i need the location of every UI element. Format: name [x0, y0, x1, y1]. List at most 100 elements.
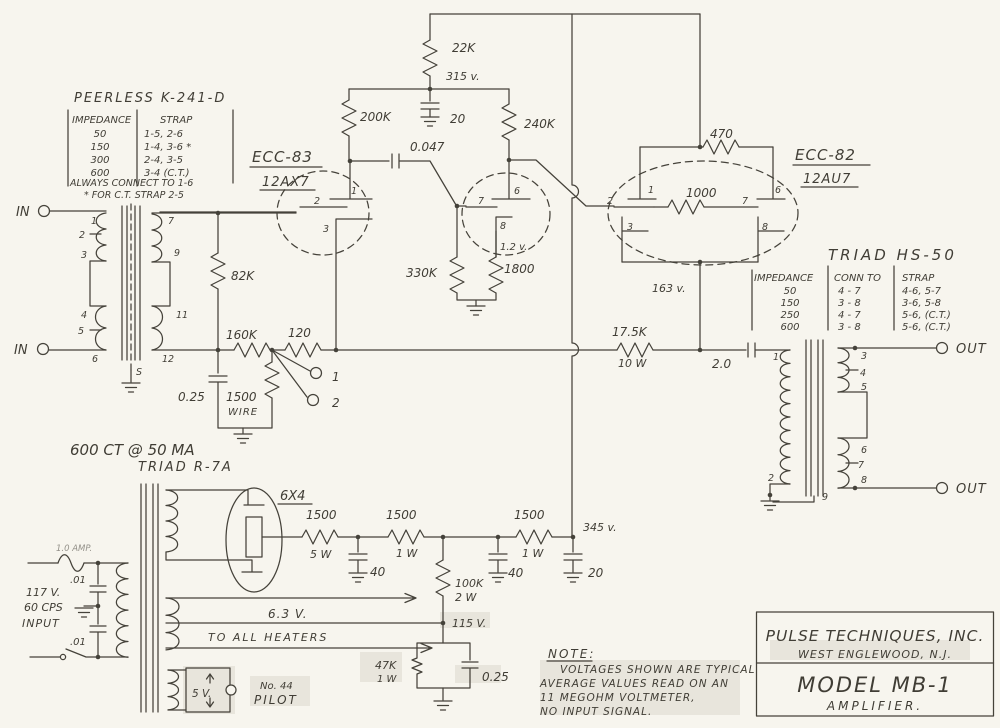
v1a-pin1: 1	[351, 186, 357, 197]
w2-label: 2 W	[455, 591, 477, 604]
v2-pin6: 6	[775, 185, 781, 196]
r1500c-label: 1500	[514, 508, 545, 522]
r120-label: 120	[288, 326, 311, 340]
heater-bias-network	[411, 622, 479, 711]
v163-label: 163 v.	[652, 282, 686, 295]
term2-label: 2	[332, 396, 340, 410]
v2-pin7: 7	[742, 196, 748, 207]
note-line2: AVERAGE VALUES READ ON AN	[539, 678, 729, 690]
r22k-label: 22K	[452, 41, 476, 55]
power-supply	[27, 483, 583, 713]
peerless-r2c2: 1-4, 3-6 *	[144, 142, 191, 153]
v2-pin3: 3	[627, 222, 633, 233]
triad-r1c1: 50	[784, 286, 797, 297]
peerless-r1c2: 1-5, 2-6	[144, 129, 183, 140]
triad-r4c2: 3 - 8	[838, 322, 861, 333]
peerless-col1: IMPEDANCE	[72, 115, 132, 126]
v115-label: 115 V.	[452, 617, 486, 630]
it-pin7: 7	[168, 216, 174, 227]
peerless-r1c1: 50	[94, 129, 107, 140]
v1b-pin6: 6	[514, 186, 520, 197]
underlines	[249, 164, 871, 662]
r330k-label: 330K	[406, 266, 438, 280]
triad-r3c2: 4 - 7	[838, 310, 861, 321]
r160k-label: 160K	[226, 328, 258, 342]
text-labels: PEERLESS K-241-D IMPEDANCE STRAP 50 1-5,…	[14, 41, 986, 718]
model-label: MODEL MB-1	[797, 673, 953, 697]
heaters-label: TO ALL HEATERS	[208, 631, 328, 644]
company-address: WEST ENGLEWOOD, N.J.	[798, 648, 952, 661]
peerless-r4c1: 600	[90, 168, 109, 179]
triad-r7a-label: TRIAD R-7A	[138, 460, 233, 475]
note-line3: 11 MEGOHM VOLTMETER,	[540, 692, 695, 704]
ot-pin7: 7	[858, 460, 864, 471]
output-network	[616, 339, 949, 511]
r47k-label: 47K	[375, 659, 397, 672]
t6x4-label: 6X4	[280, 489, 305, 504]
triad-r1c2: 4 - 7	[838, 286, 861, 297]
triad-r2c1: 150	[780, 298, 799, 309]
it-pin12: 12	[162, 354, 174, 365]
r17-5k-label: 17.5K	[612, 325, 648, 339]
note-line4: NO INPUT SIGNAL.	[540, 706, 652, 718]
feedback-network	[208, 212, 618, 444]
r82k-label: 82K	[231, 269, 255, 283]
v1-2-label: 1.2 v.	[500, 242, 527, 253]
it-pin11: 11	[176, 310, 188, 321]
peerless-footer: ALWAYS CONNECT TO 1-6	[69, 178, 193, 189]
device-type-label: AMPLIFIER.	[826, 699, 923, 713]
it-pin2: 2	[79, 230, 85, 241]
triad-r4c1: 600	[780, 322, 799, 333]
peerless-r4c2: 3-4 (C.T.)	[144, 168, 190, 179]
r100k-label: 100K	[455, 577, 484, 590]
it-pin9: 9	[174, 248, 180, 259]
w5-label: 5 W	[310, 548, 332, 561]
v345-label: 345 v.	[583, 521, 617, 534]
triad-r2c3: 3-6, 5-8	[902, 298, 941, 309]
triad-r3c1: 250	[780, 310, 799, 321]
it-pin1: 1	[91, 216, 97, 227]
v1a-pin2: 2	[314, 196, 320, 207]
c2-label: 2.0	[712, 357, 731, 371]
triad-title: TRIAD HS-50	[828, 246, 957, 264]
v117-label: 117 V.	[26, 586, 60, 599]
title-block-frame	[755, 611, 995, 717]
v1b-pin7: 7	[478, 196, 484, 207]
pilot-label: PILOT	[254, 693, 298, 707]
triad-r3c3: 5-6, (C.T.)	[902, 310, 951, 321]
peerless-table-rules	[67, 109, 234, 187]
c01b-label: .01	[70, 637, 86, 648]
ecc83-label: ECC-83	[252, 148, 313, 166]
it-shield: S	[136, 367, 142, 378]
r1500a-label: 1500	[306, 508, 337, 522]
w10-label: 10 W	[618, 357, 647, 370]
peerless-col2: STRAP	[160, 115, 193, 126]
c40b-label: 40	[508, 566, 524, 580]
ecc82-label: ECC-82	[795, 146, 856, 164]
w1a-label: 1 W	[396, 547, 418, 560]
w1c-label: 1 W	[377, 674, 398, 685]
triad-col1: IMPEDANCE	[754, 273, 814, 284]
ot-pin3: 3	[861, 351, 867, 362]
wire-label: WIRE	[228, 407, 258, 418]
t12ax7-label: 12AX7	[262, 175, 310, 190]
it-pin6: 6	[92, 354, 98, 365]
ot-pin8: 8	[861, 475, 867, 486]
t12au7-label: 12AU7	[803, 172, 851, 187]
peerless-r2c1: 150	[90, 142, 109, 153]
w1b-label: 1 W	[522, 547, 544, 560]
triad-r4c3: 5-6, (C.T.)	[902, 322, 951, 333]
r200k-label: 200K	[360, 110, 392, 124]
winding-label: 600 CT @ 50 MA	[70, 441, 195, 459]
note-line1: VOLTAGES SHOWN ARE TYPICAL	[560, 664, 755, 676]
note-heading: NOTE:	[548, 647, 595, 661]
input-label: INPUT	[22, 617, 60, 630]
v1b-pin8: 8	[500, 221, 506, 232]
it-pin3: 3	[81, 250, 87, 261]
c01a-label: .01	[70, 575, 86, 586]
it-pin4: 4	[81, 310, 87, 321]
no44-label: No. 44	[260, 681, 293, 692]
v2-pin8: 8	[762, 222, 768, 233]
ot-pin9: 9	[822, 492, 828, 503]
